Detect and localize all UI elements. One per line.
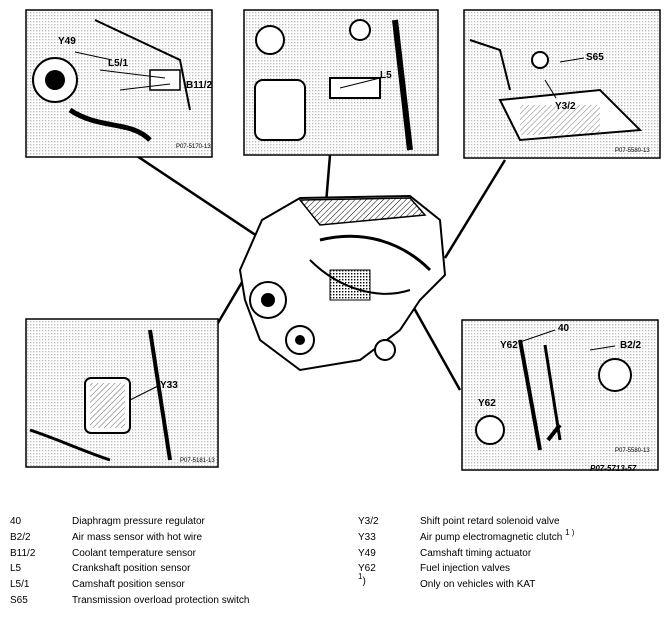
ref-bottom-right: P07-5580-13 <box>615 448 650 454</box>
legend-code: Y3/2 <box>358 516 379 527</box>
legend-code: 1) <box>358 572 366 588</box>
inset-photo-top-middle <box>243 9 439 156</box>
ref-top-right: P07-5580-13 <box>615 148 650 154</box>
label-y33: Y33 <box>160 380 178 391</box>
inset-photo-bottom-left <box>25 318 219 468</box>
legend-text: Only on vehicles with KAT <box>420 579 536 590</box>
engine-diagram: Y49 L5/1 B11/2 P07-5170-13 L5 S65 Y3/2 P… <box>25 9 661 473</box>
legend-code: S65 <box>10 595 28 606</box>
inset-photo-top-left <box>25 9 213 158</box>
diagram-graphics <box>25 9 661 471</box>
legend-text: Coolant temperature sensor <box>72 548 196 559</box>
legend-code: L5 <box>10 563 22 574</box>
ref-bottom-left: P07-5181-13 <box>180 458 215 464</box>
legend-code: Y62 <box>358 563 376 574</box>
legend-code: B2/2 <box>10 532 31 543</box>
legend-code: L5/1 <box>10 579 30 590</box>
label-y62-top: Y62 <box>500 340 518 351</box>
legend-code: Y33 <box>358 532 376 543</box>
inset-photo-top-right <box>463 9 661 159</box>
ref-top-left: P07-5170-13 <box>176 144 211 150</box>
label-l5-1: L5/1 <box>108 58 129 69</box>
leader-lines <box>121 144 507 391</box>
legend-text: Shift point retard solenoid valve <box>420 516 560 527</box>
legend-text: Fuel injection valves <box>420 563 511 574</box>
legend: 40 Diaphragm pressure regulator B2/2 Air… <box>0 512 667 617</box>
legend-text: Crankshaft position sensor <box>72 563 191 574</box>
label-y49: Y49 <box>58 36 76 47</box>
legend-text: Air mass sensor with hot wire <box>72 532 203 543</box>
legend-text: Camshaft position sensor <box>72 579 185 590</box>
label-y3-2: Y3/2 <box>555 101 576 112</box>
footnote-marker: 1 ) <box>565 528 575 537</box>
code-bottom-right: P07-5713-57 <box>590 464 637 473</box>
inset-photo-bottom-right <box>461 319 659 471</box>
label-y62-bottom: Y62 <box>478 398 496 409</box>
legend-text: Air pump electromagnetic clutch 1 ) <box>420 528 574 544</box>
label-s65: S65 <box>586 52 604 63</box>
legend-code: 40 <box>10 516 22 527</box>
legend-text-main: Air pump electromagnetic clutch <box>420 532 563 543</box>
legend-text: Transmission overload protection switch <box>72 595 250 606</box>
footnote-number: 1 <box>358 572 363 581</box>
label-40: 40 <box>558 323 570 334</box>
footnote-paren: ) <box>362 576 366 587</box>
legend-code: B11/2 <box>10 548 36 559</box>
label-b2-2: B2/2 <box>620 340 642 351</box>
engine-illustration <box>238 194 447 372</box>
label-l5: L5 <box>380 70 392 81</box>
legend-text: Diaphragm pressure regulator <box>72 516 205 527</box>
label-b11-2: B11/2 <box>186 80 213 91</box>
legend-code: Y49 <box>358 548 376 559</box>
legend-text: Camshaft timing actuator <box>420 548 532 559</box>
